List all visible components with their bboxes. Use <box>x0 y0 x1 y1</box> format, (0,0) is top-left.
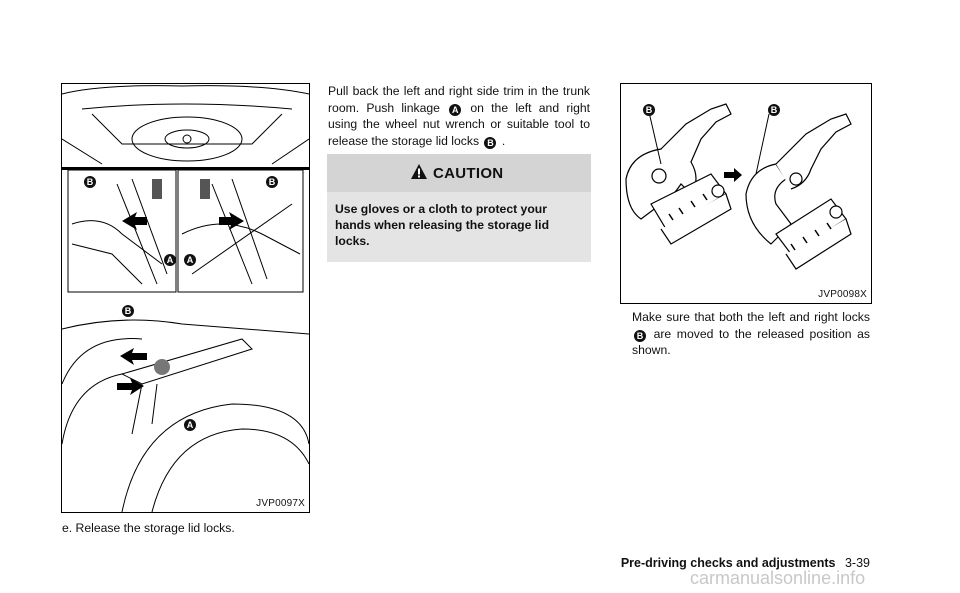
step-caption: e. Release the storage lid locks. <box>62 521 235 535</box>
label-b-icon: B <box>634 329 646 342</box>
instruction-paragraph: Pull back the left and right side trim i… <box>328 83 590 149</box>
figure-illustration <box>62 85 309 512</box>
caution-title: CAUTION <box>433 165 504 182</box>
label-b-icon: B <box>484 136 497 149</box>
section-title: Pre-driving checks and adjustments <box>620 556 836 570</box>
result-text: Make sure that both the left and right l… <box>632 310 870 324</box>
figure-lock-positions: B B JVP0098X <box>620 83 872 304</box>
caution-box: CAUTION Use gloves or a cloth to protect… <box>327 154 591 262</box>
warning-icon <box>411 164 427 179</box>
figure-code: JVP0098X <box>818 289 867 300</box>
label-b-icon: B <box>84 176 96 188</box>
watermark: carmanualsonline.info <box>690 568 866 588</box>
result-text: are moved to the released position as sh… <box>632 326 871 358</box>
result-paragraph: Make sure that both the left and right l… <box>632 309 870 359</box>
caution-text: Use gloves or a cloth to protect your ha… <box>335 202 550 248</box>
label-b-icon: B <box>768 104 780 116</box>
label-a-icon: A <box>184 254 196 266</box>
instruction-text: on the left and right using the wheel nu… <box>328 100 591 148</box>
page-footer: Pre-driving checks and adjustments 3-39 <box>620 556 870 570</box>
page-number: 3-39 <box>844 556 870 570</box>
label-a-icon: A <box>164 254 176 266</box>
instruction-text: Pull back the left and right side trim i… <box>328 84 590 115</box>
figure-code: JVP0097X <box>256 498 305 509</box>
figure-storage-lid-locks: B B A A B A JVP0097X <box>61 83 310 513</box>
label-b-icon: B <box>122 305 134 317</box>
label-b-icon: B <box>643 104 655 116</box>
instruction-text: . <box>501 133 506 148</box>
caution-header: CAUTION <box>327 154 591 192</box>
label-a-icon: A <box>449 103 462 116</box>
figure-illustration <box>625 103 852 270</box>
label-b-icon: B <box>266 176 278 188</box>
label-a-icon: A <box>184 419 196 431</box>
